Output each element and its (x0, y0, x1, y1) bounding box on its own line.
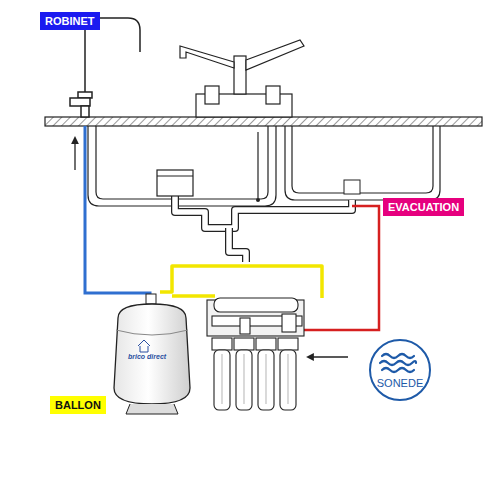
label-text: ROBINET (45, 14, 95, 28)
label-tag: ROBINET (40, 12, 100, 30)
flow-arrow (74, 140, 75, 170)
mixer-faucet (180, 40, 304, 117)
countertop (45, 117, 482, 126)
blue-tube (85, 126, 150, 300)
ro-filter-unit (207, 298, 304, 410)
label-text: SONEDE (371, 377, 429, 389)
label-tag: BALLON (50, 396, 106, 414)
drain-outlet (344, 180, 360, 194)
drain-basket-rim (157, 176, 193, 177)
label-text: BALLON (55, 398, 101, 412)
water-waves (380, 354, 416, 372)
sink-rod (257, 132, 258, 198)
red-tube (300, 206, 379, 330)
yellow-tube (160, 266, 322, 298)
storage-tank (114, 294, 190, 414)
ro-faucet (70, 18, 140, 117)
label-text: EVACUATION (388, 200, 459, 214)
supply-arrow (310, 356, 348, 357)
drain-pipes (175, 196, 352, 262)
sink-rod-end (256, 198, 260, 202)
supply-circle: SONEDE (369, 339, 431, 401)
sink-basins (88, 126, 440, 206)
drain-basket (157, 170, 193, 196)
brand-logo-text: brico direct (128, 353, 166, 360)
label-tag: EVACUATION (383, 198, 464, 216)
